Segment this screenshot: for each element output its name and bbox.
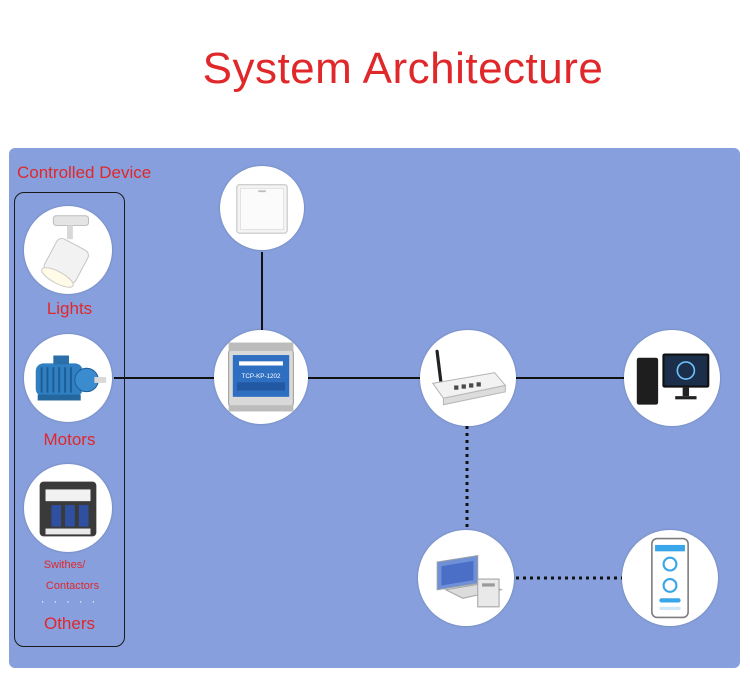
desktop-pc-icon bbox=[624, 330, 720, 426]
network-relay-icon: TCP-KP-1202 bbox=[214, 330, 308, 424]
motors-label: Motors bbox=[43, 430, 96, 449]
wifi-router-icon bbox=[420, 330, 516, 426]
switches-label: Swithes/ bbox=[43, 559, 86, 571]
lights-label: Lights bbox=[46, 299, 93, 318]
page-title: System Architecture bbox=[202, 44, 604, 93]
others-label: Others bbox=[43, 614, 96, 633]
track-light-icon bbox=[24, 206, 112, 294]
contactors-label: Contactors bbox=[45, 580, 100, 592]
relay-model-text: TCP-KP-1202 bbox=[242, 373, 281, 380]
electric-motor-icon bbox=[24, 334, 112, 422]
controlled-device-label: Controlled Device bbox=[17, 163, 152, 182]
more-dots: · · · · · bbox=[40, 596, 99, 608]
smartphone-app-icon bbox=[622, 530, 718, 626]
controlled-device-group bbox=[14, 192, 125, 647]
contactor-icon bbox=[24, 464, 112, 552]
architecture-panel bbox=[9, 148, 740, 668]
server-computer-icon bbox=[418, 530, 514, 626]
wall-switch-icon bbox=[220, 166, 304, 250]
